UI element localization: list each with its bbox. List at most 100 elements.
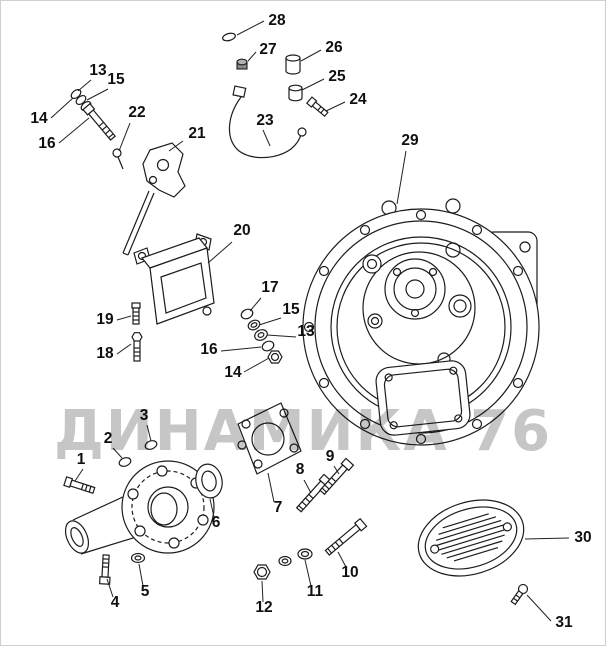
housing-bottom-window [375,360,471,436]
part-label-18: 18 [96,345,114,362]
leader-line-26 [300,49,322,62]
part-label-2: 2 [104,430,113,447]
leader-line-5 [138,563,144,587]
leader-line-18 [116,343,132,355]
release-lever-21 [142,142,186,198]
leader-line-29 [396,150,407,205]
part-label-17: 17 [261,279,278,296]
part-label-16: 16 [200,341,218,358]
rod-22 [122,190,155,256]
leader-line-31 [526,594,552,622]
leader-line-24 [325,101,346,112]
part-label-29: 29 [401,132,419,149]
inspection-cover [417,499,525,577]
leader-line-16 [220,346,262,352]
part-label-15: 15 [282,301,300,318]
washer-11 [278,548,313,567]
part-label-8: 8 [296,461,305,478]
retaining-ring-28 [222,32,236,42]
stud-19 [131,302,141,325]
part-label-6: 6 [212,514,221,531]
washer-3 [144,440,158,450]
leader-line-7 [267,472,275,503]
pin-22 [112,148,124,170]
leader-line-23 [262,129,271,147]
part-label-1: 1 [77,451,86,468]
seal-ring-6 [195,463,223,499]
housing-center-boss [384,258,446,320]
part-label-9: 9 [326,448,335,465]
bolt-18 [131,332,143,362]
leader-line-4 [106,578,114,598]
leader-line-30 [524,537,570,540]
leader-line-17 [249,297,262,312]
part-label-14: 14 [30,110,48,127]
hub-assembly [64,460,215,555]
part-label-4: 4 [111,594,120,611]
leader-line-12 [261,580,264,603]
leader-line-20 [207,241,233,264]
part-label-12: 12 [255,599,272,616]
bolt-16-top [82,102,116,141]
part-label-28: 28 [268,12,286,29]
part-label-22: 22 [128,104,145,121]
part-label-21: 21 [188,125,206,142]
leader-line-15 [258,317,282,326]
plug-27 [236,58,248,70]
leader-line-19 [116,315,132,321]
cover-screw [510,583,529,606]
part-label-31: 31 [555,614,573,631]
part-label-27: 27 [259,41,276,58]
leader-line-1 [74,468,84,482]
part-label-19: 19 [96,311,114,328]
plug-25 [288,84,303,102]
leader-line-10 [337,551,347,568]
leader-line-15 [86,88,109,101]
part-label-5: 5 [141,583,150,600]
part-label-26: 26 [325,39,343,56]
part-label-13: 13 [89,62,107,79]
flywheel-housing [302,198,540,446]
part-label-24: 24 [349,91,367,108]
part-label-14: 14 [224,364,242,381]
part-label-3: 3 [140,407,149,424]
bolt-10 [324,517,368,556]
part-label-16: 16 [38,135,56,152]
part-label-10: 10 [341,564,358,581]
part-label-7: 7 [274,499,283,516]
part-label-15: 15 [107,71,125,88]
part-label-20: 20 [233,222,250,239]
washer-2 [118,457,132,467]
leader-line-11 [304,559,312,587]
leader-line-2 [112,447,123,459]
breather-tube-23 [228,85,307,159]
leader-line-9 [333,465,340,475]
leader-line-21 [168,140,184,152]
leader-line-8 [303,479,312,494]
leader-line-27 [247,51,257,62]
part-label-25: 25 [328,68,346,85]
bolt-1 [63,476,96,495]
bolt-4 [99,554,111,585]
part-label-13: 13 [297,323,315,340]
leader-line-3 [146,424,152,442]
leader-line-25 [301,78,325,91]
leader-line-13 [266,334,297,338]
part-label-11: 11 [307,583,324,600]
leader-line-14 [50,97,74,119]
nut-12 [253,564,271,580]
leader-line-28 [236,20,265,36]
bolt-8 [295,473,333,513]
part-label-30: 30 [574,529,591,546]
washer-stack-mid [240,308,283,364]
washer-5 [130,552,146,564]
leader-line-6 [209,498,215,518]
leader-line-14 [243,357,270,373]
bolt-9 [319,457,355,496]
housing-top-ear-right [445,198,461,214]
part-label-23: 23 [256,112,274,129]
bolt-24 [305,96,329,118]
